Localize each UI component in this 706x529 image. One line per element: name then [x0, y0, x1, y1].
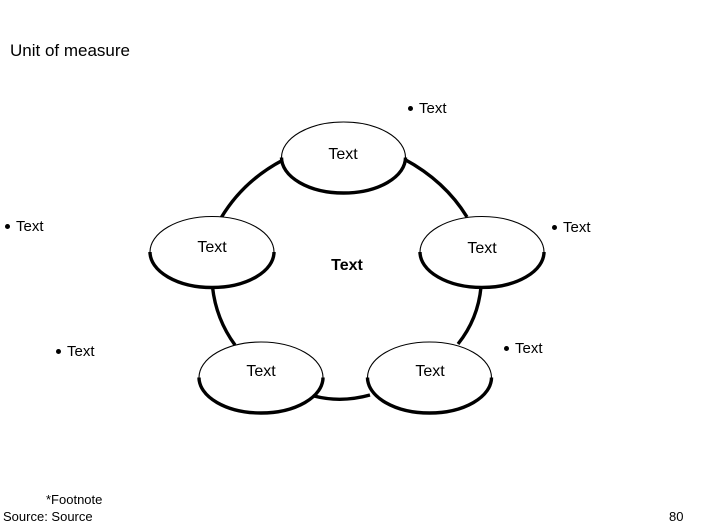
page-number: 80 — [669, 509, 684, 524]
ring-connector-top-right — [403, 157, 469, 218]
bullet-label: Text — [563, 218, 591, 236]
node-label-left: Text — [197, 239, 227, 256]
page-title: Unit of measure — [10, 41, 130, 60]
bullet-dot-icon — [408, 105, 413, 111]
bullet-dot-icon — [504, 345, 509, 351]
ring-connector-right-bottom — [456, 286, 483, 346]
node-label-top: Text — [328, 146, 358, 163]
source-line: Source: Source — [3, 509, 93, 524]
bullet-item-lower-right: Text — [504, 339, 543, 357]
ring-connector-bottom — [313, 393, 371, 401]
bullet-dot-icon — [56, 348, 61, 354]
ring-arc-right — [418, 251, 546, 290]
bullet-label: Text — [419, 99, 447, 117]
bullet-label: Text — [16, 217, 44, 235]
ring-connector-left-bottom — [210, 286, 237, 347]
bullet-dot-icon — [552, 224, 557, 230]
ring-arc-left — [148, 251, 276, 290]
node-label-bottom-left: Text — [246, 363, 276, 380]
bullet-dot-icon — [5, 223, 10, 229]
ring-arc-bottom-right — [365, 377, 494, 415]
ring-connector-top-left — [219, 158, 284, 219]
bullet-item-left: Text — [5, 217, 44, 235]
bullet-item-right: Text — [552, 218, 591, 236]
ring-arc-top — [279, 157, 408, 195]
bullet-label: Text — [67, 342, 95, 360]
node-label-bottom-right: Text — [415, 363, 445, 380]
ring-arc-bottom-left — [197, 377, 325, 415]
bullet-item-lower-left: Text — [56, 342, 95, 360]
footnote: *Footnote — [46, 492, 103, 507]
diagram-center-label: Text — [331, 257, 363, 274]
node-label-right: Text — [467, 240, 497, 257]
bullet-label: Text — [515, 339, 543, 357]
bullet-item-top-right: Text — [408, 99, 447, 117]
